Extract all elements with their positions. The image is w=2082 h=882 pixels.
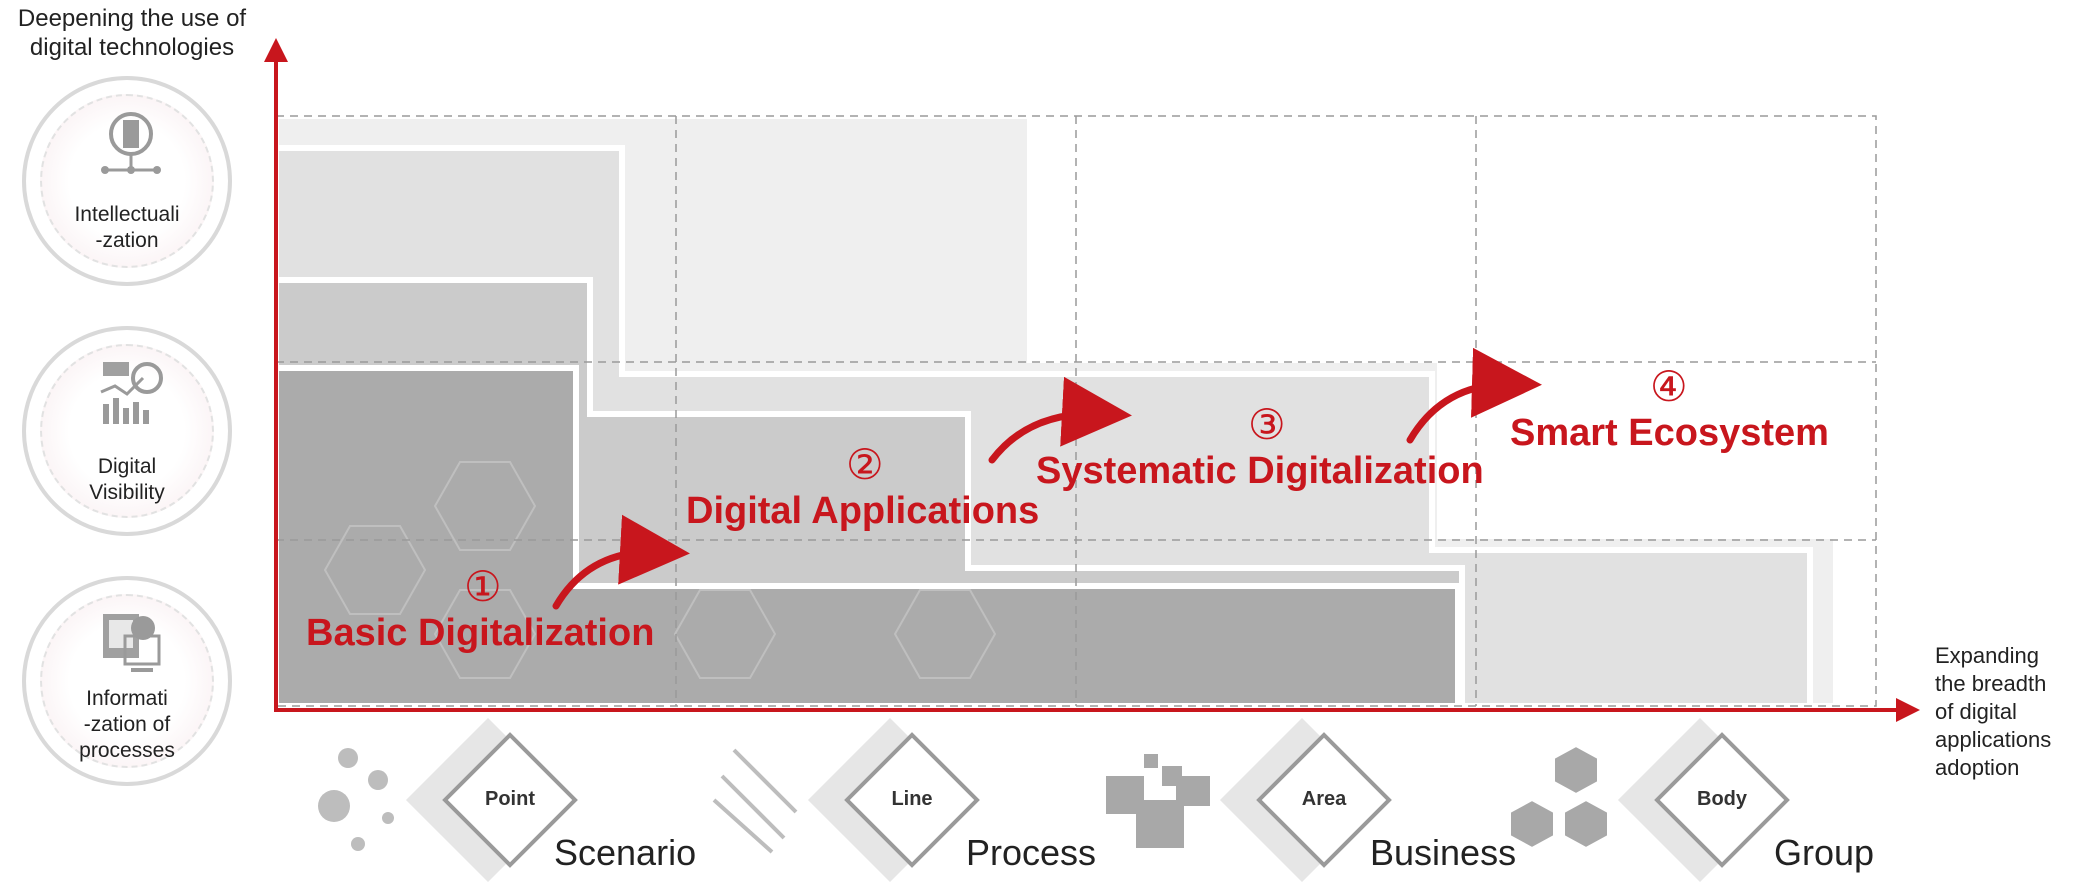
lines-icon xyxy=(712,748,798,854)
diamond-label-point: Point xyxy=(485,788,535,810)
dots-icon xyxy=(318,748,394,851)
x-axis-label-line: of digital xyxy=(1935,699,2017,724)
x-axis-label: Expanding the breadth of digital applica… xyxy=(1935,642,2080,782)
stage-number-3: ③ xyxy=(1248,401,1286,448)
y-axis-label-line-1: Deepening the use of xyxy=(17,5,247,32)
level-label-line: -zation of xyxy=(83,713,171,736)
level-label-line: Digital xyxy=(97,455,157,478)
arrow-stage2-to-3 xyxy=(988,376,1132,464)
x-axis-label-line: the breadth xyxy=(1935,671,2047,696)
stage-label-smart-ecosystem: Smart Ecosystem xyxy=(1510,412,1829,454)
level-label: Digital Visibility xyxy=(36,454,218,506)
stage-number-1: ① xyxy=(464,563,502,610)
level-label-line: Informati xyxy=(86,687,168,710)
hexagon-pattern xyxy=(323,461,997,679)
level-informatization: Informati -zation of processes xyxy=(22,576,232,786)
level-label-line: Intellectuali xyxy=(74,203,180,226)
y-axis-label: Deepening the use of digital technologie… xyxy=(6,4,258,62)
category-word-scenario: Scenario xyxy=(554,832,697,873)
arrow-stage3-to-4 xyxy=(1406,347,1542,444)
stage-label-basic-digitalization: Basic Digitalization xyxy=(306,612,655,654)
category-word-process: Process xyxy=(966,832,1097,873)
x-axis-label-line: applications xyxy=(1935,727,2052,752)
category-word-business: Business xyxy=(1370,832,1517,873)
diamond-label-area: Area xyxy=(1301,788,1347,810)
level-label: Intellectuali -zation xyxy=(36,202,218,254)
category-word-group: Group xyxy=(1774,832,1875,873)
analytics-chart-icon xyxy=(100,362,163,424)
stage-number-4: ④ xyxy=(1650,363,1688,410)
level-digital-visibility: Digital Visibility xyxy=(22,326,232,536)
x-axis-label-line: adoption xyxy=(1935,755,2020,780)
squares-icon xyxy=(1106,754,1210,848)
level-label-line: -zation xyxy=(95,229,159,252)
brain-circuit-icon xyxy=(101,112,161,174)
level-label: Informati -zation of processes xyxy=(36,686,218,764)
stage-label-systematic-digitalization: Systematic Digitalization xyxy=(1036,450,1484,492)
x-axis-arrow-icon xyxy=(1896,698,1920,722)
stage-number-2: ② xyxy=(846,441,884,488)
dashed-grid xyxy=(275,115,1877,707)
level-intellectualization: Intellectuali -zation xyxy=(22,76,232,286)
stage-arrows xyxy=(552,347,1542,610)
level-label-line: processes xyxy=(79,739,175,762)
stage-label-digital-applications: Digital Applications xyxy=(686,490,1040,532)
x-axis-label-line: Expanding xyxy=(1935,643,2039,668)
diamond-label-line: Line xyxy=(891,788,933,810)
diamond-label-body: Body xyxy=(1697,788,1747,810)
y-axis-arrow-icon xyxy=(264,38,288,62)
arrow-stage1-to-2 xyxy=(552,514,690,610)
y-axis-label-line-2: digital technologies xyxy=(29,34,235,61)
cubes-icon xyxy=(1509,744,1609,850)
level-label-line: Visibility xyxy=(89,481,165,504)
document-search-icon xyxy=(103,614,161,672)
